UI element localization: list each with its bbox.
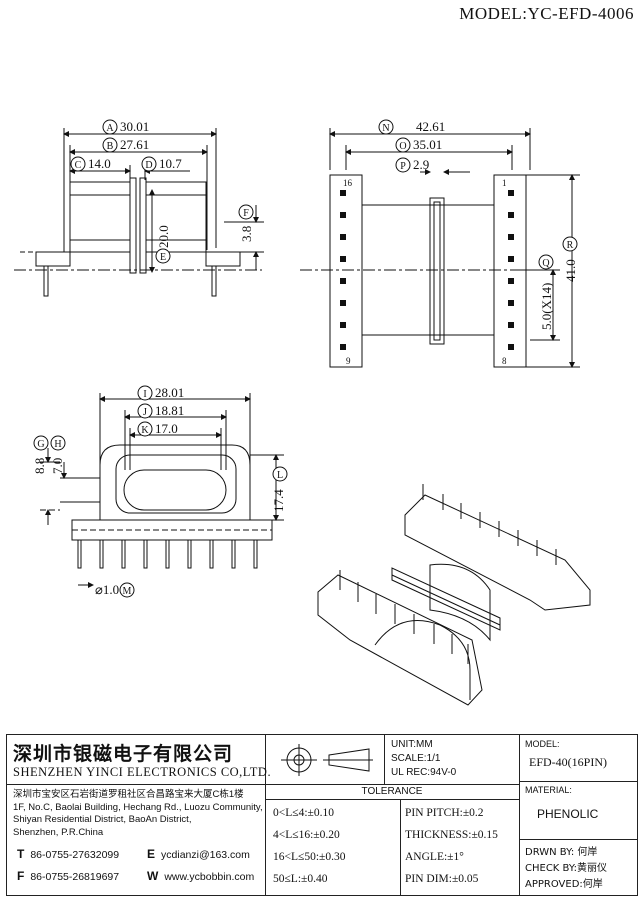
tel-label: T [17, 847, 25, 861]
scale-text: SCALE:1/1 [391, 753, 441, 764]
tolerance-row-4: 50≤L:±0.40 [273, 873, 328, 885]
pin-9: 9 [346, 356, 351, 366]
side-view [14, 128, 264, 297]
label-G: G [37, 439, 44, 450]
address-line-3: Shenzhen, P.R.China [13, 826, 104, 838]
label-C: C [75, 160, 82, 171]
isometric-view [317, 484, 591, 706]
dim-G: 8.8 [32, 458, 47, 474]
tolerance-pin-pitch: PIN PITCH:±0.2 [405, 807, 484, 819]
dim-I: 28.01 [155, 385, 184, 400]
dim-O: 35.01 [413, 137, 442, 152]
company-cn-name: 深圳市银磁电子有限公司 [13, 743, 234, 765]
web-value: www.ycbobbin.com [164, 871, 255, 883]
address-line-2: Shiyan Residential District, BaoAn Distr… [13, 814, 192, 825]
ul-rec-text: UL REC:94V-0 [391, 767, 457, 778]
dim-R: 41.0 [563, 259, 578, 282]
dim-P: 2.9 [413, 157, 429, 172]
label-R: R [567, 240, 574, 251]
tolerance-row-2: 4<L≤16:±0.20 [273, 829, 340, 841]
address-cn: 深圳市宝安区石岩街道罗租社区合昌路宝来大厦C栋1楼 [13, 789, 244, 800]
dim-H: 7.0 [50, 458, 65, 474]
dim-D: 10.7 [159, 156, 182, 171]
front-view [40, 393, 284, 588]
model-label: MODEL: [525, 739, 560, 749]
label-A: A [106, 123, 114, 134]
pin-1: 1 [502, 178, 507, 188]
tolerance-row-1: 0<L≤4:±0.10 [273, 807, 334, 819]
address-line-1: 1F, No.C, Baolai Building, Hechang Rd., … [13, 801, 263, 813]
label-L: L [277, 470, 283, 481]
projection-symbol-icon [281, 744, 373, 776]
material-value: PHENOLIC [537, 807, 599, 821]
web-label: W [147, 869, 159, 883]
dim-A: 30.01 [120, 119, 149, 134]
label-P: P [400, 161, 406, 172]
label-D: D [145, 160, 152, 171]
top-view [300, 128, 580, 368]
model-value: EFD-40(16PIN) [529, 755, 607, 769]
label-J: J [143, 407, 147, 418]
technical-drawing: A B C D E F N O P Q R I J K G H L M 30.0… [14, 119, 591, 706]
tolerance-angle: ANGLE:±1° [405, 851, 464, 863]
dim-E: 20.0 [156, 225, 171, 248]
label-O: O [399, 141, 406, 152]
company-en-name: SHENZHEN YINCI ELECTRONICS CO,LTD. [13, 765, 272, 779]
label-I: I [143, 389, 146, 400]
fax-value: 86-0755-26819697 [30, 871, 120, 883]
model-title: MODEL:YC-EFD-4006 [459, 4, 634, 23]
label-Q: Q [542, 258, 550, 269]
title-block: 深圳市银磁电子有限公司 SHENZHEN YINCI ELECTRONICS C… [6, 734, 638, 896]
unit-text: UNIT:MM [391, 739, 433, 750]
tolerance-row-3: 16<L≤50:±0.30 [273, 851, 346, 863]
dim-K: 17.0 [155, 421, 178, 436]
dim-B: 27.61 [120, 137, 149, 152]
email-label: E [147, 847, 156, 861]
label-K: K [141, 425, 149, 436]
pin-8: 8 [502, 356, 507, 366]
dim-F: 3.8 [239, 226, 254, 242]
dim-C: 14.0 [88, 156, 111, 171]
label-B: B [107, 141, 114, 152]
approved-by: APPROVED:何岸 [525, 879, 603, 890]
tolerance-pin-dim: PIN DIM:±0.05 [405, 873, 479, 885]
dim-Q: 5.0(X14) [539, 283, 554, 330]
tolerance-title: TOLERANCE [361, 786, 423, 797]
pin-16: 16 [343, 178, 353, 188]
label-N: N [382, 123, 389, 134]
email-value: ycdianzi@163.com [161, 849, 250, 861]
dim-J: 18.81 [155, 403, 184, 418]
checked-by: CHECK BY:黄丽仪 [525, 863, 608, 874]
label-E: E [160, 252, 166, 263]
label-H: H [54, 439, 61, 450]
label-F: F [243, 208, 249, 219]
fax-label: F [17, 869, 25, 883]
tel-value: 86-0755-27632099 [30, 849, 120, 861]
dim-N: 42.61 [416, 119, 445, 134]
label-M: M [123, 586, 132, 597]
dim-M: ⌀1.0 [95, 582, 119, 597]
address-block: 深圳市宝安区石岩街道罗租社区合昌路宝来大厦C栋1楼 1F, No.C, Baol… [13, 789, 263, 839]
drawn-by: DRWN BY: 何岸 [525, 847, 598, 858]
dim-L: 17.4 [271, 489, 286, 512]
tolerance-thickness: THICKNESS:±0.15 [405, 829, 498, 841]
material-label: MATERIAL: [525, 785, 572, 795]
